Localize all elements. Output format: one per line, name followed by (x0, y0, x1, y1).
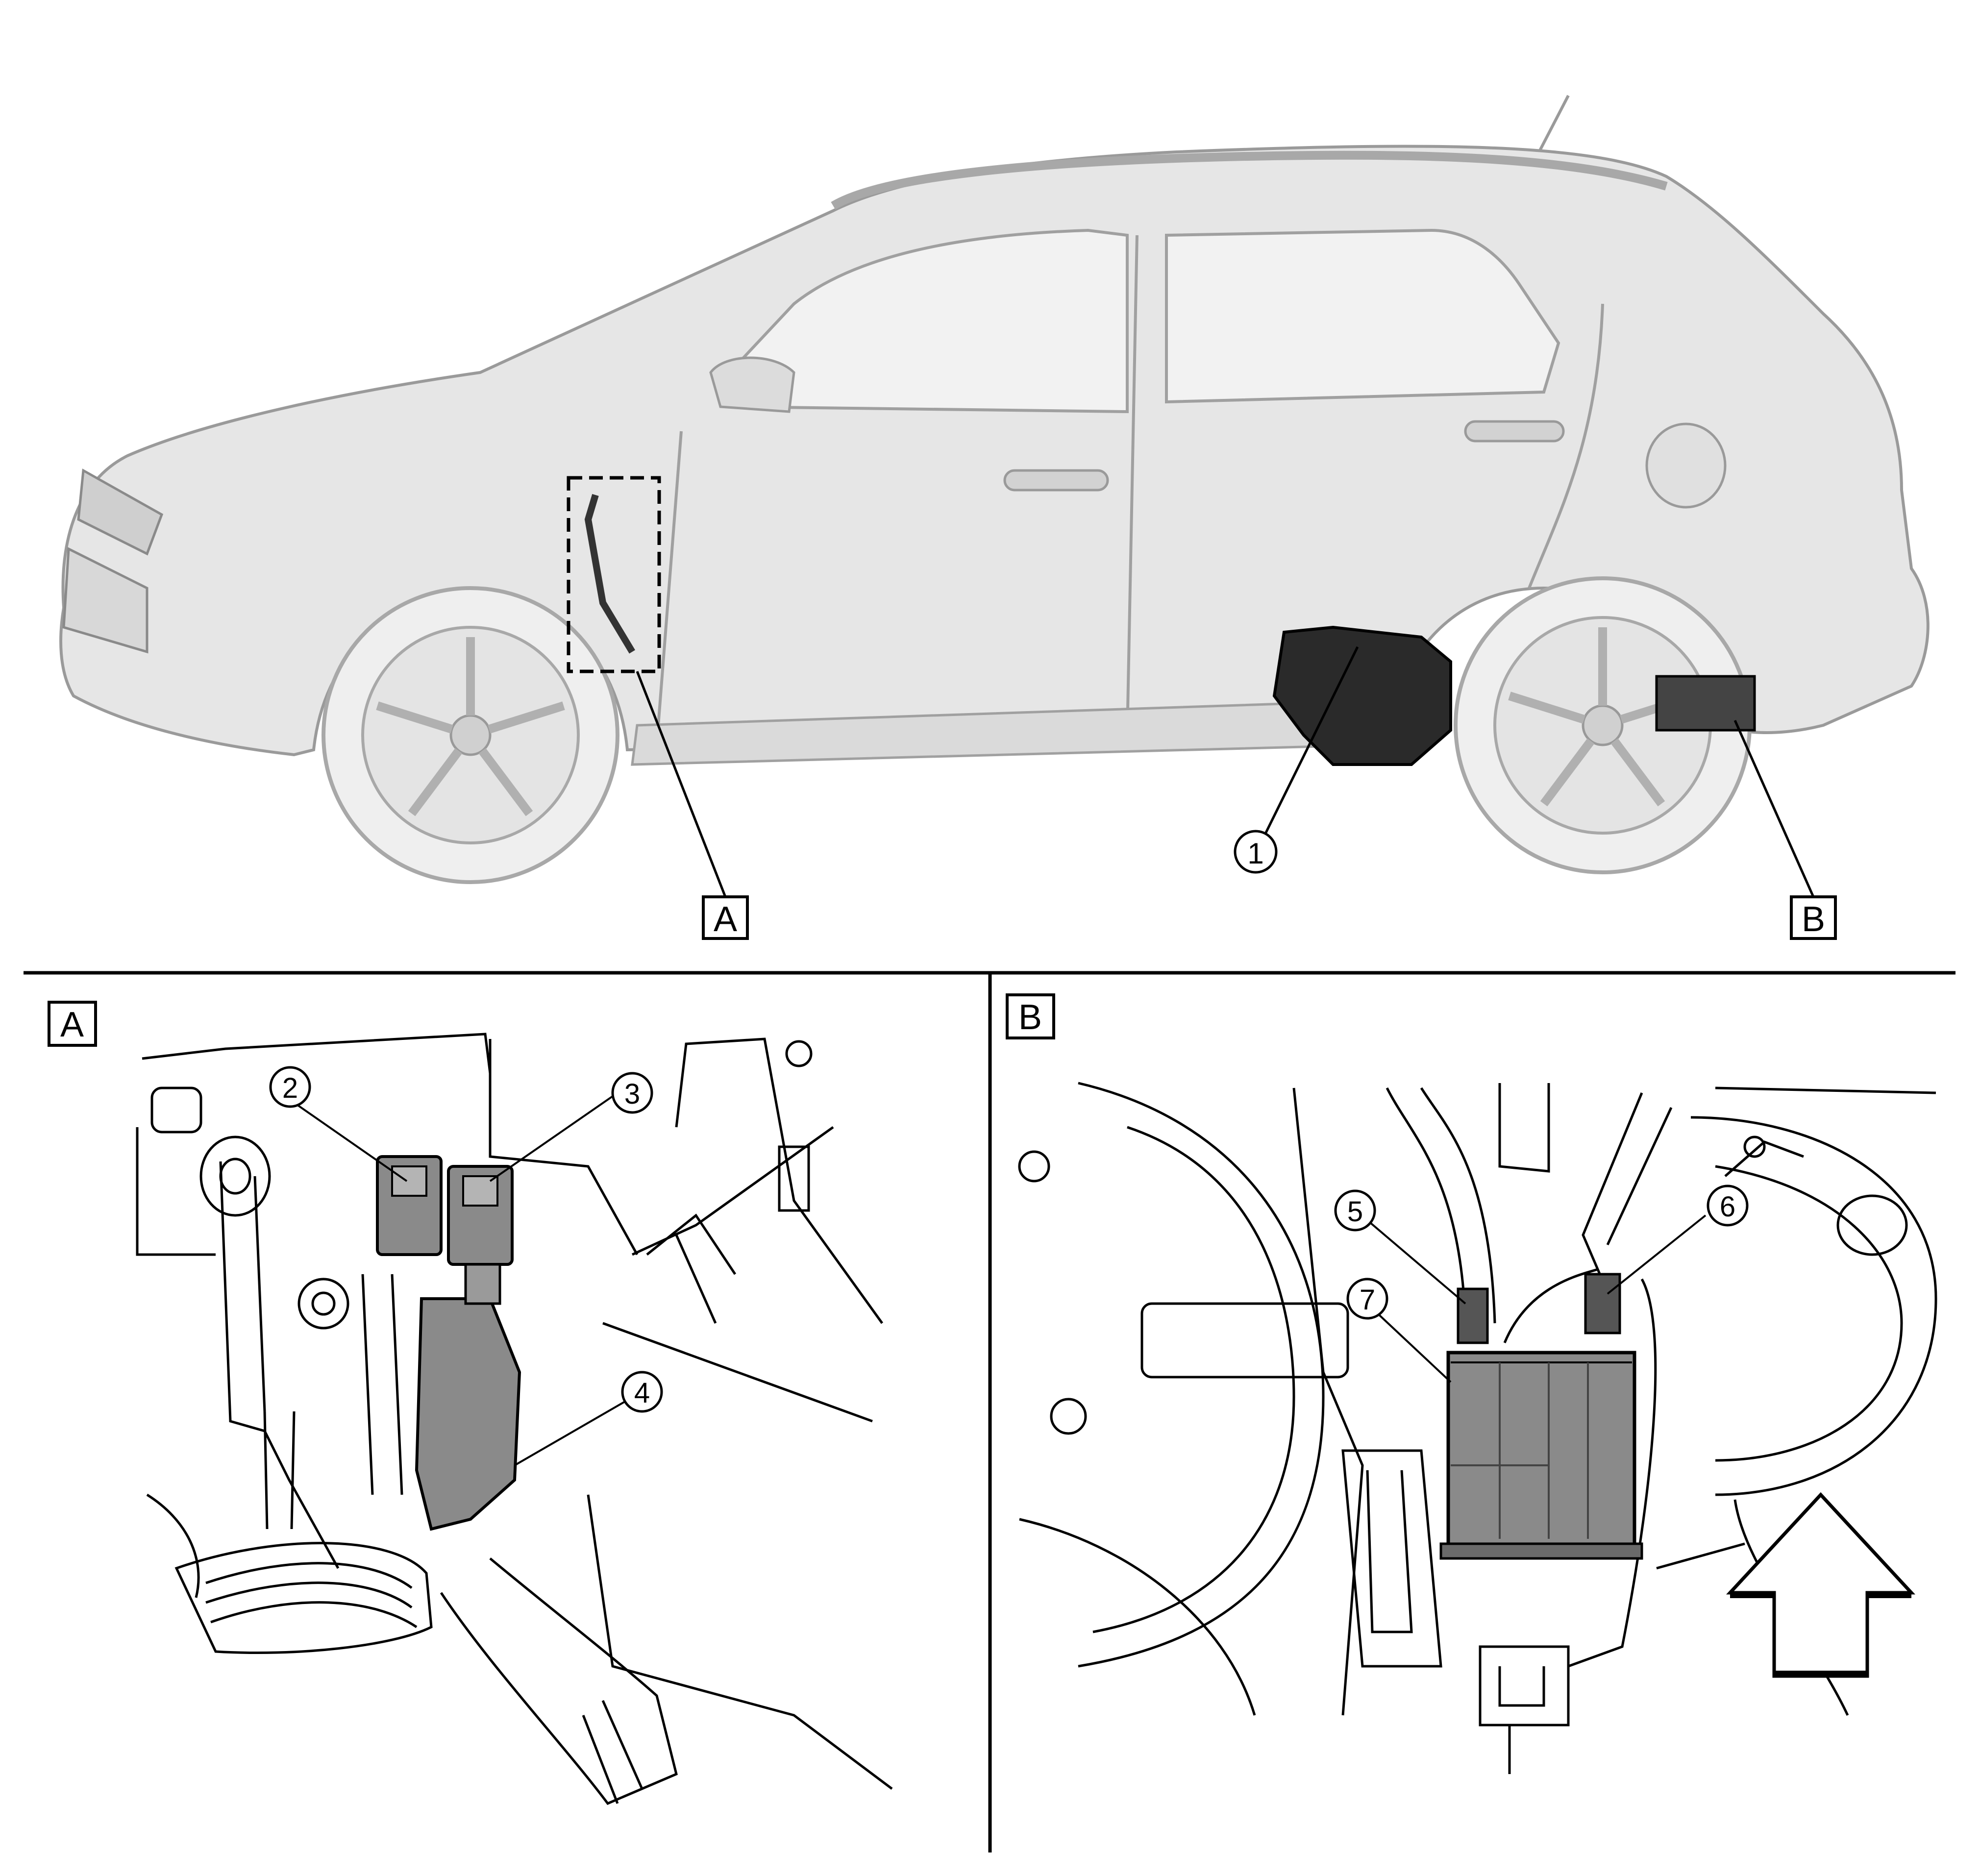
fuel-tank (1272, 625, 1452, 766)
callout-7-label: 7 (1360, 1284, 1375, 1316)
relay-3 (447, 1165, 514, 1266)
callout-2-label: 2 (282, 1072, 298, 1104)
callout-a-main: A (702, 895, 749, 940)
front-door-window (718, 228, 1129, 414)
callout-7: 7 (1346, 1278, 1388, 1320)
leader-2 (293, 1102, 408, 1182)
roof-rail (831, 150, 1668, 210)
side-mirror (709, 356, 795, 413)
evap-canister-overview (1655, 675, 1756, 732)
detail-b-label: B (1018, 998, 1042, 1037)
callout-3-label: 3 (624, 1078, 640, 1110)
leader-6 (1607, 1214, 1707, 1295)
callout-5-label: 5 (1347, 1196, 1363, 1228)
detail-b-panel: B (1006, 993, 1937, 1774)
callout-b-main-label: B (1802, 900, 1825, 939)
callout-5: 5 (1334, 1189, 1376, 1232)
leader-a (636, 671, 727, 897)
headlight (77, 468, 164, 556)
leader-1 (1263, 646, 1359, 837)
rear-door-handle (1464, 420, 1565, 443)
sensor-connector (464, 1263, 501, 1305)
vehicle-overview: A 1 B (59, 95, 1930, 940)
callout-b-main: B (1790, 895, 1837, 940)
leader-4 (514, 1401, 626, 1466)
rear-door-window (1165, 228, 1560, 404)
leader-3 (489, 1092, 619, 1182)
callout-4: 4 (621, 1371, 663, 1413)
rear-wheel (1454, 576, 1752, 874)
callout-3: 3 (611, 1072, 653, 1114)
callout-6: 6 (1707, 1185, 1749, 1227)
front-door-handle (1003, 469, 1109, 492)
leader-7 (1371, 1308, 1452, 1383)
evap-purge-valve (1584, 1273, 1621, 1334)
b-pillar-seam (1126, 235, 1138, 736)
front-grille (62, 547, 148, 654)
fuel-door (1645, 422, 1727, 509)
leader-b (1733, 719, 1815, 898)
rear-door-seam (1528, 303, 1604, 589)
accelerator-pedal-sensor (415, 1297, 521, 1531)
leader-5 (1366, 1219, 1466, 1305)
detail-a-label: A (60, 1005, 84, 1044)
detail-a-region-box (567, 476, 661, 673)
callout-1-label: 1 (1247, 837, 1263, 870)
callout-6-label: 6 (1720, 1191, 1735, 1223)
pedal-linework (136, 1033, 893, 1805)
evap-canister (1439, 1351, 1643, 1560)
callout-2: 2 (269, 1066, 311, 1108)
front-door-seam (655, 431, 683, 745)
callout-a-main-label: A (714, 900, 737, 939)
evap-vent-valve (1457, 1287, 1489, 1344)
callout-4-label: 4 (634, 1377, 650, 1409)
detail-a-panel: A (48, 1001, 893, 1805)
pedal-bracket-hint (584, 494, 636, 654)
front-wheel (322, 586, 619, 884)
callout-1: 1 (1234, 830, 1278, 874)
front-arrow-icon (1726, 1492, 1916, 1678)
relay-2 (376, 1155, 443, 1256)
